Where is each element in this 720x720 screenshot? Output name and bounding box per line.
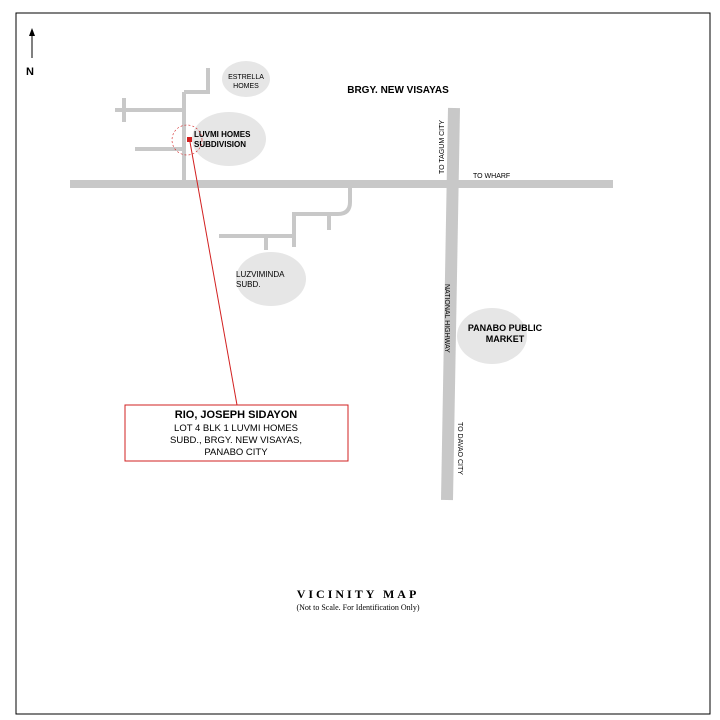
estrella-homes-area	[222, 61, 270, 97]
map-title: VICINITY MAP	[297, 587, 420, 601]
luvmi-homes-area	[192, 112, 266, 166]
luzviminda-subd-label: LUZVIMINDA	[236, 270, 285, 279]
luvmi-homes-label: LUVMI HOMES	[194, 130, 251, 139]
road-network	[70, 68, 613, 501]
owner-address-line-1: LOT 4 BLK 1 LUVMI HOMES	[174, 423, 298, 434]
brgy-new-visayas-label: BRGY. NEW VISAYAS	[347, 85, 449, 96]
north-label: N	[26, 66, 34, 78]
map-border	[15, 12, 711, 715]
luzviminda-subd-area	[236, 252, 306, 306]
luvmi-homes-label-2: SUBDIVISION	[194, 140, 246, 149]
north-arrow-icon	[29, 28, 35, 58]
location-marker	[187, 137, 192, 142]
to-tagum-city-label: TO TAGUM CITY	[439, 120, 446, 174]
luzviminda-subd-label-2: SUBD.	[236, 280, 260, 289]
luzviminda-road	[292, 186, 352, 247]
national-highway-road	[441, 107, 460, 501]
owner-callout-box	[124, 404, 349, 462]
map-subtitle: (Not to Scale. For Identification Only)	[296, 603, 419, 612]
owner-name: RIO, JOSEPH SIDAYON	[175, 409, 298, 421]
owner-address-line-3: PANABO CITY	[204, 447, 268, 458]
panabo-market-label: PANABO PUBLIC	[468, 323, 543, 333]
panabo-market-area	[457, 308, 527, 364]
location-highlight-circle	[171, 124, 203, 156]
estrella-homes-label-2: HOMES	[233, 83, 259, 90]
panabo-market-label-2: MARKET	[486, 334, 525, 344]
callout-pointer-line	[189, 141, 238, 406]
national-highway-label: NATIONAL HIGHWAY	[443, 284, 450, 353]
owner-address-line-2: SUBD., BRGY. NEW VISAYAS,	[170, 435, 302, 446]
to-davao-city-label: TO DAVAO CITY	[456, 422, 463, 475]
estrella-homes-label: ESTRELLA	[228, 74, 264, 81]
to-wharf-label: TO WHARF	[473, 173, 510, 180]
